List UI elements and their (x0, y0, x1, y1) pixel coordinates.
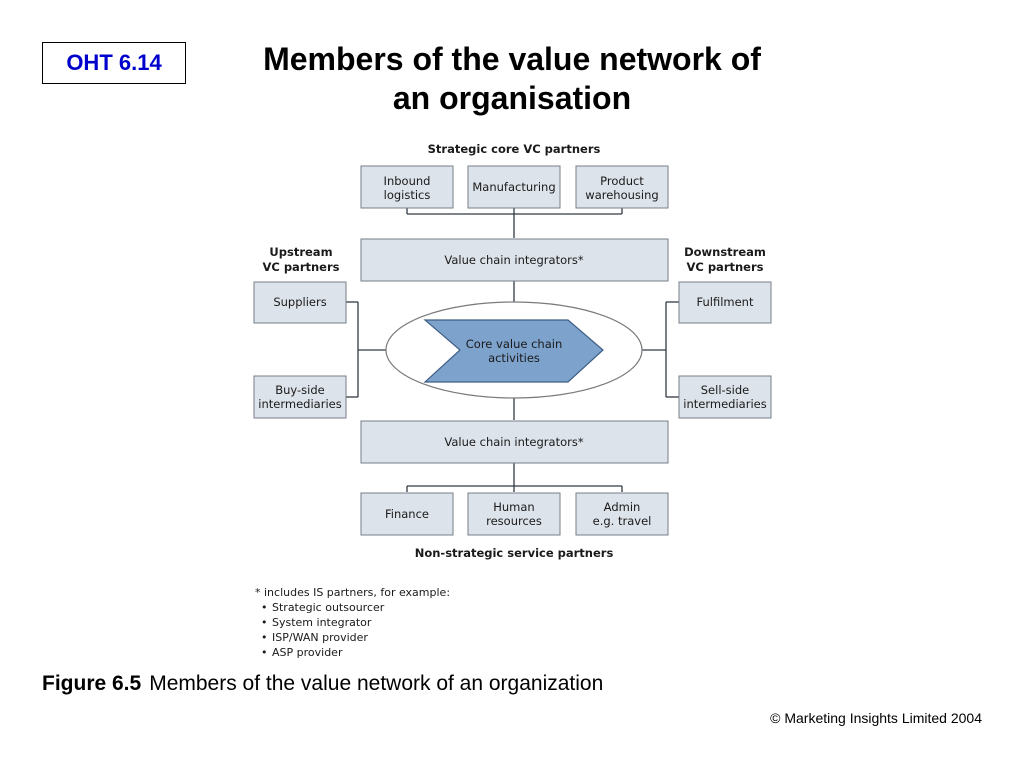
title-line-2: an organisation (392, 80, 632, 116)
core-label: Core value chain (466, 337, 562, 351)
left-box-buy-side-intermediaries: Buy-side intermediaries (253, 375, 347, 419)
footnote-bullet: • (261, 601, 268, 614)
footnote: * includes IS partners, for example: • S… (255, 586, 450, 659)
box-label: warehousing (585, 188, 658, 202)
box-label: Admin (604, 500, 641, 514)
box-label: e.g. travel (593, 514, 652, 528)
upstream-heading-line-1: Upstream (269, 245, 332, 259)
box-label: intermediaries (258, 397, 341, 411)
footnote-item: Strategic outsourcer (272, 601, 385, 614)
slide-number-badge: OHT 6.14 (42, 42, 186, 84)
top-heading: Strategic core VC partners (428, 142, 601, 156)
core-label: activities (488, 351, 540, 365)
box-label: Manufacturing (472, 180, 555, 194)
connector-lines (346, 208, 679, 492)
bottom-box-finance: Finance (360, 492, 454, 536)
caption-text: Members of the value network of an organ… (149, 672, 604, 695)
top-box-product-warehousing: Product warehousing (575, 165, 669, 209)
box-label: Product (600, 174, 644, 188)
box-label: Finance (385, 507, 429, 521)
upstream-heading-line-2: VC partners (262, 260, 339, 274)
value-chain-integrators-top: Value chain integrators* (360, 238, 669, 282)
right-box-fulfilment: Fulfilment (678, 281, 772, 324)
footnote-item: System integrator (272, 616, 372, 629)
box-label: Suppliers (273, 295, 326, 309)
box-label: Sell-side (701, 383, 749, 397)
bottom-heading: Non-strategic service partners (415, 546, 614, 560)
footnote-bullet: • (261, 631, 268, 644)
copyright-notice: © Marketing Insights Limited 2004 (770, 710, 982, 726)
top-box-inbound-logistics: Inbound logistics (360, 165, 454, 209)
top-box-manufacturing: Manufacturing (467, 165, 561, 209)
box-label: Value chain integrators* (444, 253, 583, 267)
bottom-box-human-resources: Human resources (467, 492, 561, 536)
slide-title: Members of the value network of an organ… (200, 40, 824, 118)
figure-caption: Figure 6.5 Members of the value network o… (42, 672, 603, 696)
footnote-bullet: • (261, 616, 268, 629)
value-chain-integrators-bottom: Value chain integrators* (360, 420, 669, 464)
box-label: Buy-side (275, 383, 325, 397)
box-label: Human (493, 500, 534, 514)
downstream-heading-line-1: Downstream (684, 245, 766, 259)
box-label: Inbound (384, 174, 431, 188)
footnote-item: ISP/WAN provider (272, 631, 368, 644)
footnote-item: ASP provider (272, 646, 343, 659)
caption-label: Figure 6.5 (42, 672, 142, 695)
bottom-box-admin: Admin e.g. travel (575, 492, 669, 536)
downstream-heading-line-2: VC partners (686, 260, 763, 274)
core-chevron-arrow (423, 319, 604, 383)
box-label: intermediaries (683, 397, 766, 411)
footnote-bullet: • (261, 646, 268, 659)
title-line-1: Members of the value network of (263, 41, 761, 77)
box-label: resources (486, 514, 542, 528)
right-box-sell-side-intermediaries: Sell-side intermediaries (678, 375, 772, 419)
left-box-suppliers: Suppliers (253, 281, 347, 324)
box-label: Fulfilment (697, 295, 754, 309)
box-label: Value chain integrators* (444, 435, 583, 449)
core-value-chain: Core value chain activities (385, 301, 643, 399)
box-label: logistics (384, 188, 431, 202)
footnote-title: * includes IS partners, for example: (255, 586, 450, 599)
